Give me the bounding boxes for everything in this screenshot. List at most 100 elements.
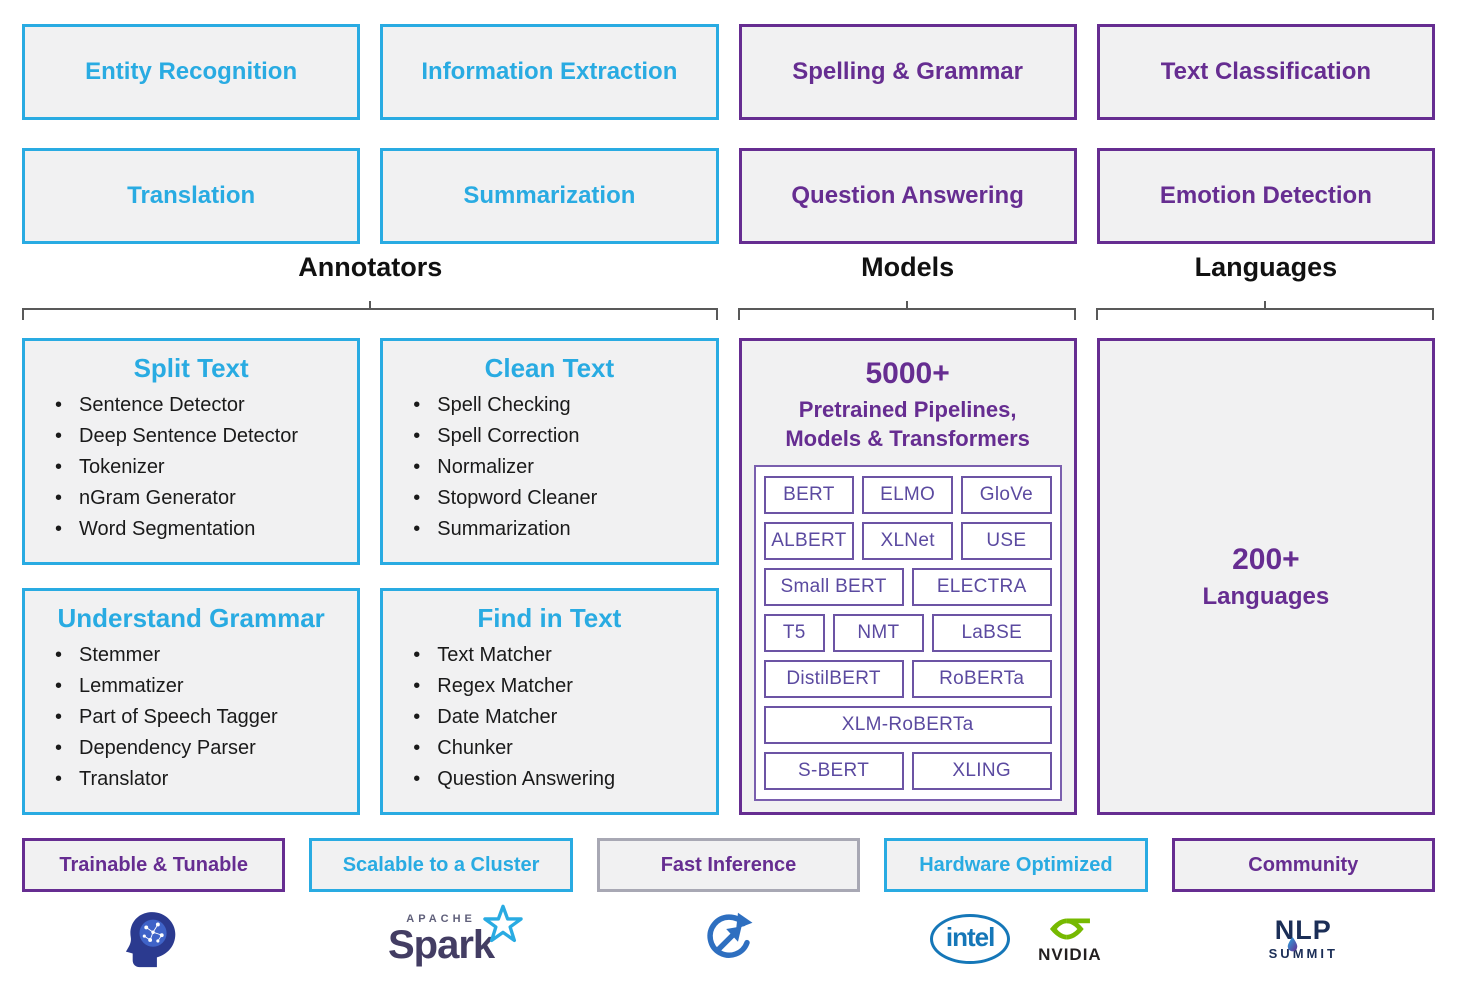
bottom-label: Hardware Optimized	[919, 853, 1113, 876]
list-item: Spell Correction	[391, 421, 707, 452]
list-item: Question Answering	[391, 764, 707, 795]
nvidia-logo: NVIDIA	[1038, 914, 1102, 965]
model-chip-glove: GloVe	[961, 476, 1052, 514]
annotator-group-clean-text: Clean Text Spell Checking Spell Correcti…	[380, 338, 719, 565]
nlp-summit-logo: NLP SUMMIT	[1268, 917, 1338, 962]
chip-row: BERT ELMO GloVe	[763, 476, 1052, 514]
bottom-box-trainable-tunable: Trainable & Tunable	[22, 838, 286, 892]
main-content-grid: Split Text Sentence Detector Deep Senten…	[22, 338, 1435, 815]
group-title: Clean Text	[484, 353, 615, 383]
model-chip-electra: ELECTRA	[911, 568, 1052, 606]
list-item: Part of Speech Tagger	[33, 702, 349, 733]
model-chip-elmo: ELMO	[862, 476, 953, 514]
annotator-group-understand-grammar: Understand Grammar Stemmer Lemmatizer Pa…	[22, 588, 361, 815]
summit-wordmark: SUMMIT	[1268, 946, 1338, 961]
logo-row: APACHE Spark intel	[22, 896, 1435, 982]
group-title: Understand Grammar	[57, 603, 325, 633]
languages-panel: 200+ Languages	[1096, 338, 1435, 815]
brain-head-icon	[125, 912, 175, 968]
droplet-icon	[1288, 937, 1298, 952]
model-chip-distilbert: DistilBERT	[763, 660, 904, 698]
model-chip-bert: BERT	[763, 476, 855, 514]
spark-star-icon	[483, 904, 523, 943]
model-chip-small-bert: Small BERT	[763, 568, 904, 606]
chip-row: S-BERT XLING	[763, 752, 1052, 790]
annotator-list: Stemmer Lemmatizer Part of Speech Tagger…	[33, 640, 349, 795]
feature-box-emotion-detection: Emotion Detection	[1096, 148, 1435, 244]
section-labels: Annotators Models Languages	[22, 252, 1435, 283]
list-item: Chunker	[391, 733, 707, 764]
feature-box-information-extraction: Information Extraction	[380, 24, 719, 120]
feature-box-spelling-grammar: Spelling & Grammar	[738, 24, 1077, 120]
feature-box-entity-recognition: Entity Recognition	[22, 24, 361, 120]
bottom-box-community: Community	[1171, 838, 1435, 892]
feature-label: Spelling & Grammar	[792, 58, 1023, 85]
list-item: Stemmer	[33, 640, 349, 671]
model-chip-albert: ALBERT	[763, 522, 855, 560]
feature-label: Question Answering	[791, 182, 1024, 209]
list-item: Regex Matcher	[391, 671, 707, 702]
list-item: Date Matcher	[391, 702, 707, 733]
group-title: Find in Text	[477, 603, 622, 633]
models-panel: 5000+ Pretrained Pipelines, Models & Tra…	[738, 338, 1077, 815]
list-item: Deep Sentence Detector	[33, 421, 349, 452]
bottom-box-scalable-cluster: Scalable to a Cluster	[309, 838, 573, 892]
apache-wordmark: APACHE	[406, 913, 476, 925]
section-label-languages: Languages	[1194, 252, 1338, 282]
list-item: Word Segmentation	[33, 514, 349, 545]
bottom-label: Community	[1248, 853, 1359, 876]
model-chip-t5: T5	[763, 614, 826, 652]
nvidia-wordmark: NVIDIA	[1038, 944, 1102, 964]
spark-wordmark: Spark	[388, 923, 495, 967]
annotators-brace	[22, 301, 718, 320]
bottom-feature-grid: Trainable & Tunable Scalable to a Cluste…	[22, 838, 1435, 892]
feature-label: Entity Recognition	[85, 58, 298, 85]
list-item: Normalizer	[391, 452, 707, 483]
feature-box-question-answering: Question Answering	[738, 148, 1077, 244]
chip-row: DistilBERT RoBERTa	[763, 660, 1052, 698]
annotator-list: Sentence Detector Deep Sentence Detector…	[33, 390, 349, 545]
logo-cell-spark: APACHE Spark	[309, 896, 572, 982]
annotator-list: Spell Checking Spell Correction Normaliz…	[391, 390, 707, 545]
model-chip-nmt: NMT	[833, 614, 924, 652]
languages-brace	[1096, 301, 1434, 320]
annotator-group-find-in-text: Find in Text Text Matcher Regex Matcher …	[380, 588, 719, 815]
list-item: nGram Generator	[33, 483, 349, 514]
models-count: 5000+	[865, 357, 950, 390]
feature-box-summarization: Summarization	[380, 148, 719, 244]
model-chip-xlnet: XLNet	[862, 522, 953, 560]
models-subtitle: Pretrained Pipelines, Models & Transform…	[754, 395, 1062, 453]
feature-box-text-classification: Text Classification	[1096, 24, 1435, 120]
section-label-models: Models	[861, 252, 955, 282]
logo-cell-fast-inference	[597, 896, 860, 982]
models-subtitle-line1: Pretrained Pipelines,	[798, 397, 1017, 422]
list-item: Translator	[33, 764, 349, 795]
feature-box-translation: Translation	[22, 148, 361, 244]
list-item: Stopword Cleaner	[391, 483, 707, 514]
bottom-label: Fast Inference	[660, 853, 797, 876]
list-item: Tokenizer	[33, 452, 349, 483]
list-item: Dependency Parser	[33, 733, 349, 764]
model-chip-use: USE	[961, 522, 1052, 560]
section-label-annotators: Annotators	[298, 252, 443, 282]
models-subtitle-line2: Models & Transformers	[785, 426, 1030, 451]
chip-row: T5 NMT LaBSE	[763, 614, 1052, 652]
logo-cell-community: NLP SUMMIT	[1172, 896, 1435, 982]
apache-spark-logo: APACHE Spark	[388, 904, 523, 967]
model-chip-s-bert: S-BERT	[763, 752, 904, 790]
intel-wordmark: intel	[945, 921, 995, 952]
bottom-label: Scalable to a Cluster	[342, 853, 540, 876]
nvidia-eye-icon	[1049, 918, 1090, 939]
bottom-label: Trainable & Tunable	[59, 853, 248, 876]
model-chip-panel: BERT ELMO GloVe ALBERT XLNet USE Small B…	[753, 465, 1062, 801]
feature-label: Emotion Detection	[1159, 182, 1372, 209]
model-chip-labse: LaBSE	[931, 614, 1052, 652]
feature-label: Summarization	[463, 182, 636, 209]
intel-logo: intel	[930, 914, 1011, 964]
chip-row: ALBERT XLNet USE	[763, 522, 1052, 560]
list-item: Spell Checking	[391, 390, 707, 421]
feature-label: Information Extraction	[421, 58, 678, 85]
annotator-group-split-text: Split Text Sentence Detector Deep Senten…	[22, 338, 361, 565]
bottom-box-hardware-optimized: Hardware Optimized	[884, 838, 1148, 892]
